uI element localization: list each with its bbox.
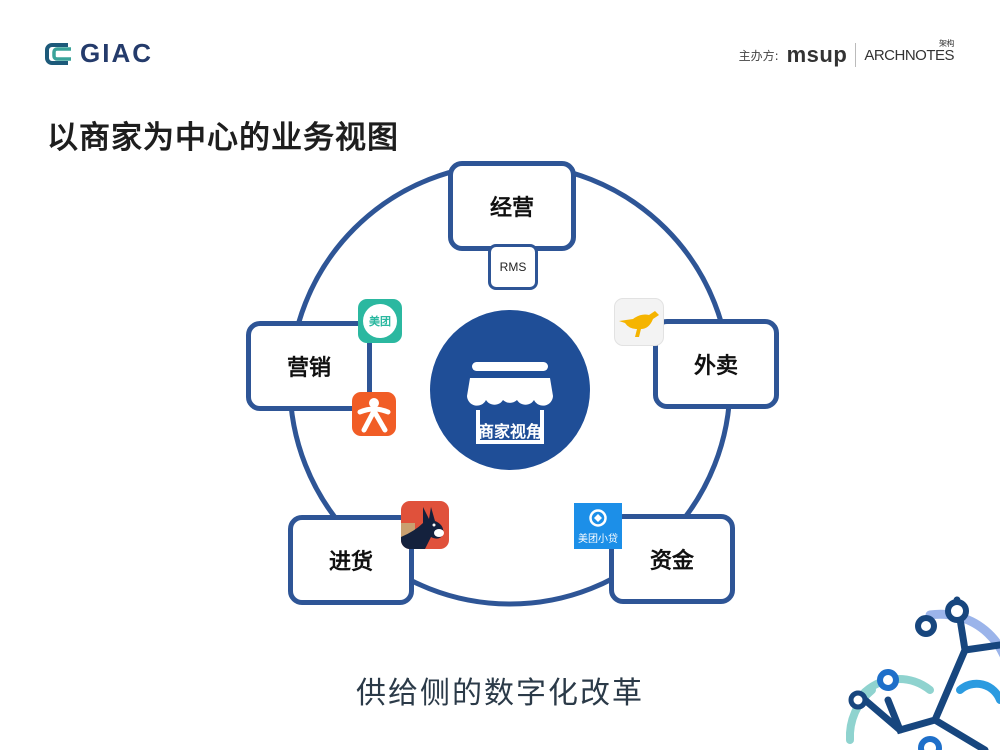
meituan-label: 美团: [369, 315, 391, 328]
dianping-app-icon: [352, 392, 396, 436]
node-operation: 经营: [448, 161, 576, 251]
page-title: 以商家为中心的业务视图: [47, 120, 399, 156]
meituan-loan-app-icon: 美团小贷: [574, 503, 622, 549]
archnotes-text: ARCHNOTES: [864, 46, 954, 64]
archnotes-logo: ARCHNOTES 架构: [864, 39, 954, 64]
slide-footer: 供给侧的数字化改革: [356, 676, 644, 711]
sponsor-divider: [855, 43, 857, 67]
kangaroo-app-icon: [614, 298, 664, 346]
center-label: 商家视角: [477, 422, 542, 441]
sponsor-label: 主办方:: [738, 48, 779, 63]
archnotes-cn: 架构: [939, 38, 955, 48]
storefront-icon: [467, 362, 553, 444]
giac-logo-mark-icon: [44, 41, 74, 67]
meituan-app-icon: 美团: [358, 299, 402, 343]
giac-logo: GIAC: [44, 38, 153, 69]
loan-logo-icon: [589, 508, 607, 527]
node-delivery: 外卖: [653, 319, 779, 409]
giac-logo-text: GIAC: [80, 38, 153, 68]
node-procurement: 进货: [288, 515, 414, 605]
node-finance: 资金: [609, 514, 735, 604]
msup-logo: msup: [786, 42, 848, 67]
node-marketing: 营销: [246, 321, 372, 411]
sponsor-bar: 主办方: msup ARCHNOTES 架构: [738, 39, 955, 68]
network-decoration-icon: [845, 596, 1000, 750]
donkey-app-icon: [401, 501, 449, 549]
loan-label: 美团小贷: [578, 533, 618, 545]
merchant-view-badge: 商家视角: [430, 310, 590, 470]
rms-tag: RMS: [488, 244, 538, 290]
